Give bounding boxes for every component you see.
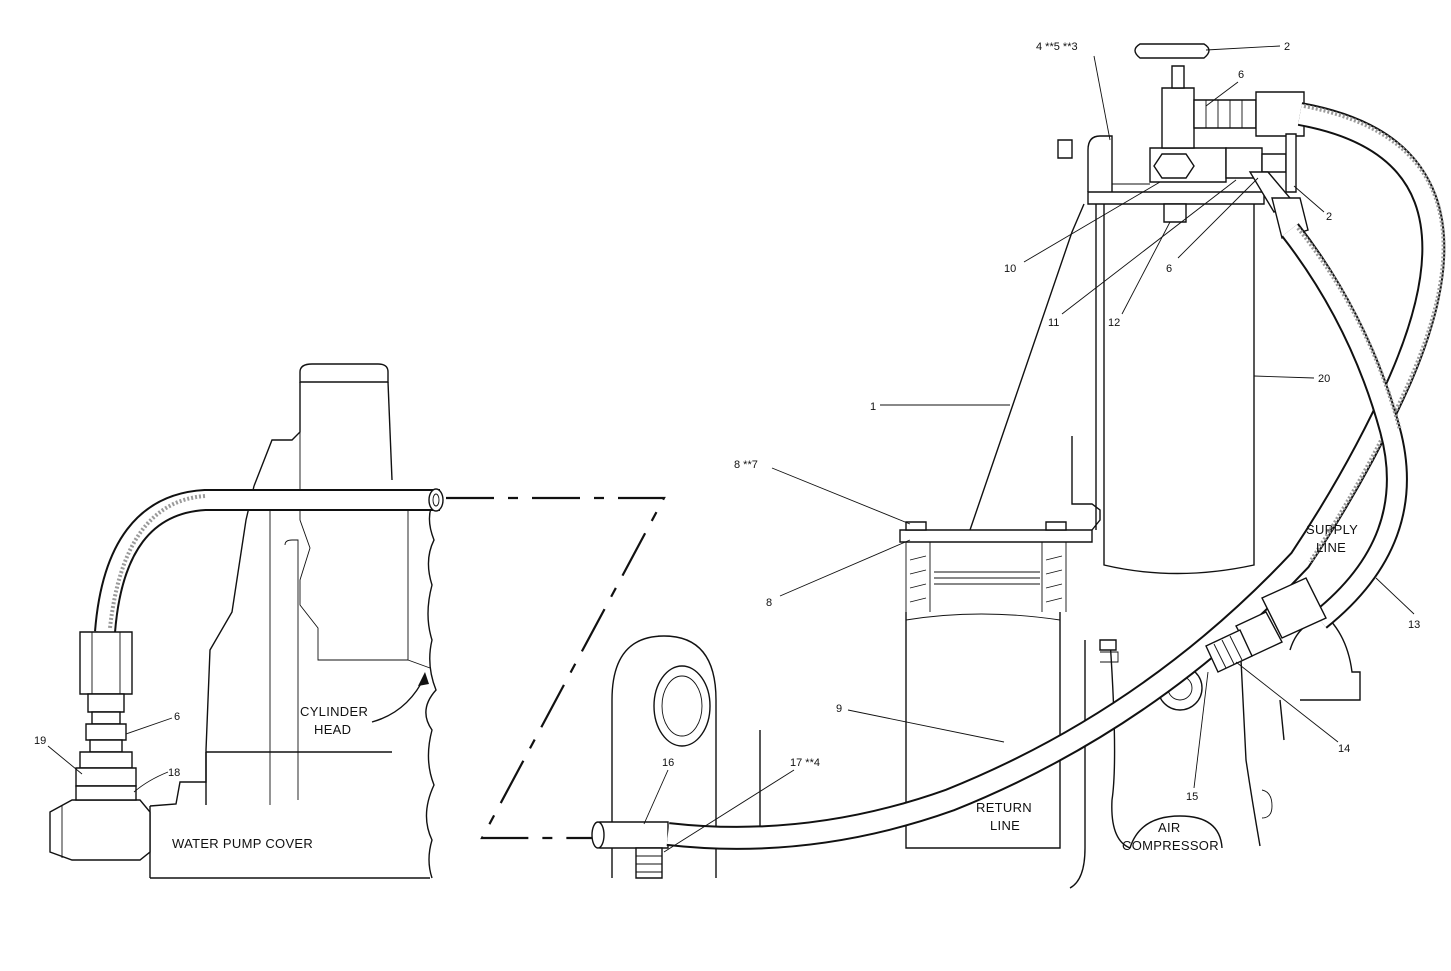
leader-2-top [1205,45,1281,51]
label-air-compressor-2: COMPRESSOR [1122,838,1219,853]
leader-8 [779,539,911,597]
callout-2-right: 2 [1326,211,1332,223]
left-coolant-hose-shade [108,494,206,629]
leader-13 [1375,577,1415,615]
callout-18: 18 [168,767,180,779]
callout-9: 9 [836,703,842,715]
label-air-compressor-1: AIR [1158,820,1181,835]
return-line-hose-inner [1282,224,1406,628]
callout-6-left: 6 [174,711,180,723]
compressor-inlet-fitting [1205,577,1327,673]
leader-6-left [125,717,173,735]
supply-line-hose-outer [666,102,1446,850]
cylinder-head-drawing [149,363,437,879]
return-port-bracket [611,635,761,878]
callout-17-4: 17 **4 [790,757,820,769]
leader-9 [847,709,1005,743]
leader-2-right [1293,185,1325,213]
callout-12: 12 [1108,317,1120,329]
hose-end-cylinder-head [428,488,444,512]
callout-8: 8 [766,597,772,609]
callout-13: 13 [1408,619,1420,631]
callout-16: 16 [662,757,674,769]
callout-14: 14 [1338,743,1350,755]
leader-6-middle [1177,177,1259,259]
leader-3 [1093,55,1111,141]
left-coolant-hose-inner [96,491,440,633]
callout-11: 11 [1048,317,1059,329]
return-elbow-fitting [591,821,669,879]
callout-6-top: 6 [1238,69,1244,81]
water-pump-fitting [49,631,151,861]
cylinder-head-leader [371,675,426,723]
label-return-line-1: RETURN [976,800,1032,815]
leader-7 [771,467,911,525]
air-compressor-body [905,612,1361,889]
governor-reservoir [899,43,1309,612]
leader-20 [1253,375,1315,379]
callout-19: 19 [34,735,46,747]
callouts: 4 **5 **3 2 6 2 6 10 11 12 20 1 8 **7 8 [34,41,1420,853]
leader-17 [663,769,795,853]
callout-4-5-3: 4 **5 **3 [1036,41,1078,53]
leader-10 [1023,181,1161,263]
supply-line-hose-shade [1303,104,1446,564]
leader-19 [47,745,83,775]
leader-18 [133,771,169,793]
callout-10: 10 [1004,263,1016,275]
supply-line-hose-inner [666,104,1444,848]
label-supply-line-1: SUPPLY [1306,522,1358,537]
label-supply-line-2: LINE [1316,540,1346,555]
leader-12 [1121,221,1171,315]
cylinder-head-arrowhead [418,672,429,686]
label-return-line-2: LINE [990,818,1020,833]
leader-15 [1193,671,1209,789]
leader-11 [1061,179,1237,315]
callout-15: 15 [1186,791,1198,803]
callout-6-middle: 6 [1166,263,1172,275]
label-water-pump-cover: WATER PUMP COVER [172,836,313,851]
leader-16 [643,769,669,825]
break-out-connector [446,496,666,840]
callout-2-top: 2 [1284,41,1290,53]
leader-6-top [1205,81,1239,107]
callout-1: 1 [870,401,876,413]
hose-end-bore [432,493,440,507]
return-line-hose-shade [1296,226,1402,431]
diagram-labels: CYLINDER HEAD WATER PUMP COVER SUPPLY LI… [172,522,1358,853]
label-cylinder-head-1: CYLINDER [300,704,368,719]
leader-14 [1235,661,1339,743]
callout-8-7: 8 **7 [734,459,758,471]
label-cylinder-head-2: HEAD [314,722,351,737]
callout-20: 20 [1318,373,1330,385]
